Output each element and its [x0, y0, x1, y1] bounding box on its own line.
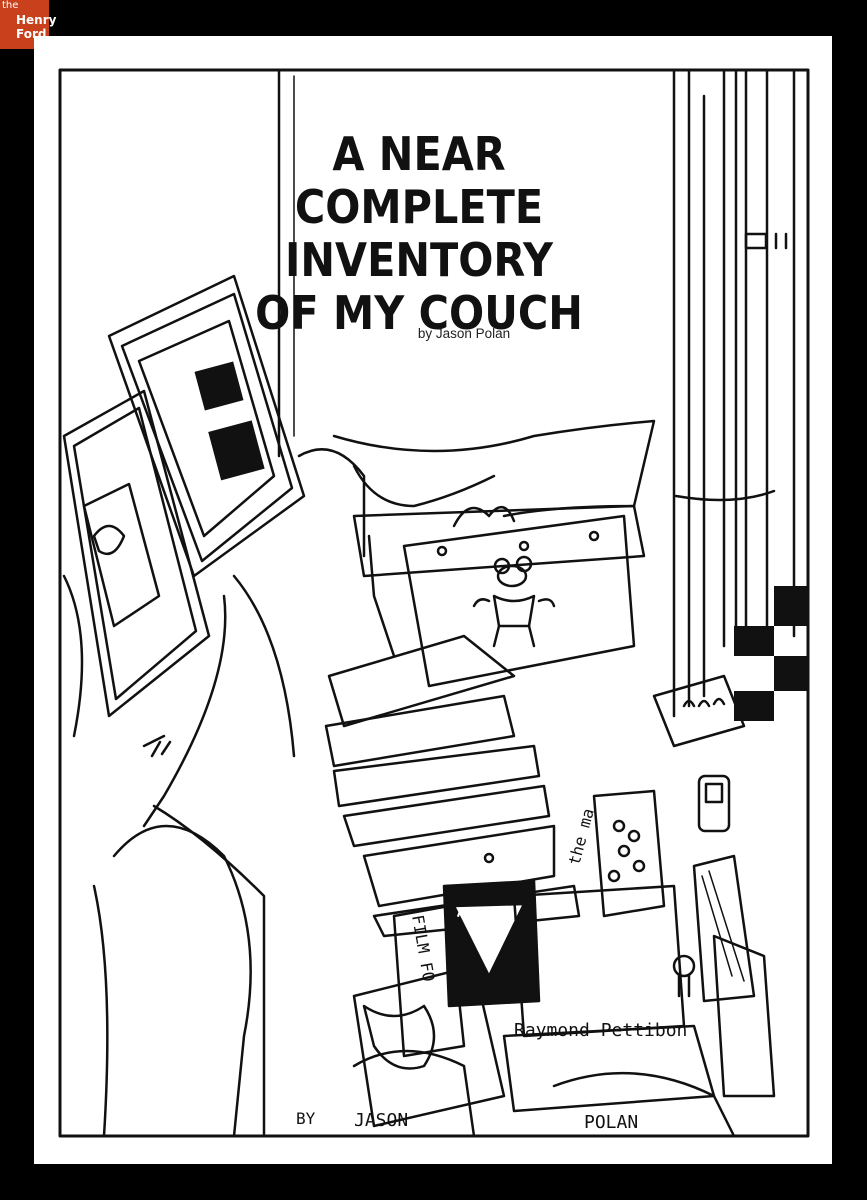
magazine-icon	[352, 879, 776, 1138]
zine-cover: BY JASON POLAN Raymond Pettibon FILM FO …	[34, 36, 832, 1164]
cover-title: A NEAR COMPLETE INVENTORY OF MY COUCH	[208, 128, 631, 340]
logo-the: the	[2, 0, 19, 11]
hand-polan: POLAN	[584, 1112, 638, 1133]
clutter-items-icon	[592, 674, 756, 1003]
checker-pattern	[734, 586, 808, 721]
logo-henry: Henry	[16, 13, 57, 27]
pillow-icon	[332, 419, 656, 518]
hand-raymond: Raymond Pettibon	[514, 1020, 687, 1041]
byline: by Jason Polan	[417, 326, 511, 341]
handwriting: BY JASON POLAN Raymond Pettibon FILM FO …	[296, 806, 687, 1133]
hand-by: BY	[296, 1109, 316, 1128]
title-line-1: A NEAR COMPLETE	[294, 127, 544, 234]
couch-icon	[62, 448, 366, 1138]
book-stack-icon	[324, 504, 646, 938]
hand-jason: JASON	[354, 1110, 408, 1131]
bat-icon	[452, 506, 516, 528]
mouse-drawing-card-icon	[402, 514, 636, 688]
hand-film: FILM FO	[408, 913, 438, 983]
henry-ford-logo: the Henry Ford	[0, 0, 56, 49]
door-icon	[672, 68, 796, 718]
title-line-3: OF MY COUCH	[255, 286, 583, 340]
title-line-2: INVENTORY	[284, 233, 554, 287]
hand-the-ma: the ma	[565, 806, 598, 867]
cover-illustration: BY JASON POLAN Raymond Pettibon FILM FO …	[58, 68, 810, 1138]
framed-artwork-icon	[62, 274, 306, 718]
